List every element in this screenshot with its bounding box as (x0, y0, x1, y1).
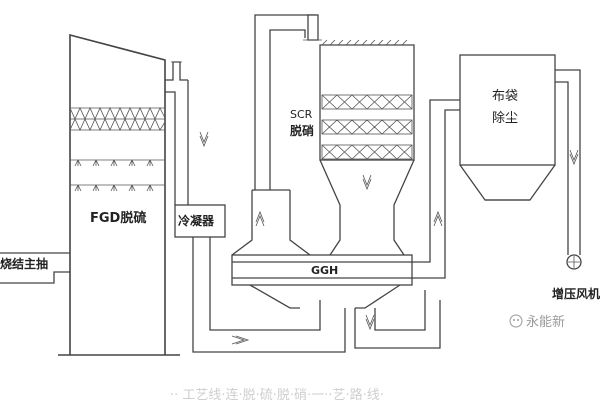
flow-arrow-down-icon (199, 131, 209, 148)
fgd-label: FGD脱硫 (90, 210, 146, 226)
fgd-tower (0, 33, 180, 356)
duct-condenser-to-ggh (192, 237, 346, 353)
catalyst-layers (321, 94, 413, 160)
booster-fan-label: 增压风机 (552, 286, 600, 301)
baghouse-label-line1: 布袋 (492, 89, 518, 104)
flow-arrow-down-icon (365, 314, 375, 331)
duct-ggh-to-baghouse (354, 99, 460, 349)
riser-left-inner (289, 190, 311, 256)
scr-label-line1: SCR (290, 108, 313, 121)
flow-arrow-down-icon (569, 149, 579, 166)
sinter-fan-label: 烧结主抽 (0, 256, 48, 271)
booster-fan-icon (566, 254, 582, 270)
watermark-text: 永能新 (526, 314, 565, 330)
condenser-box (174, 204, 226, 238)
baghouse-label-line2: 除尘 (492, 111, 518, 126)
flow-arrow-up-icon (255, 210, 265, 227)
baghouse (459, 54, 556, 201)
riser-left-outer (231, 190, 253, 256)
spray-nozzles (70, 159, 165, 192)
flow-arrow-up-icon (433, 210, 443, 227)
flow-arrow-right-icon (231, 335, 250, 345)
duct-ggh-to-scr-top (254, 14, 322, 190)
caption: ·· 工艺线·连·脱·硫·脱·硝·一··艺·路·线· (170, 387, 384, 400)
duct-fgd-to-condenser (165, 61, 189, 205)
scr-label-line2: 脱硝 (290, 123, 314, 138)
flow-arrow-down-icon (362, 174, 372, 191)
duct-baghouse-to-fan (555, 69, 581, 255)
scr-reactor (319, 39, 415, 256)
condenser-label: 冷凝器 (178, 213, 215, 228)
ggh-label: GGH (311, 264, 338, 277)
watermark: 永能新 (509, 314, 565, 330)
ggh-exchanger (231, 254, 413, 309)
